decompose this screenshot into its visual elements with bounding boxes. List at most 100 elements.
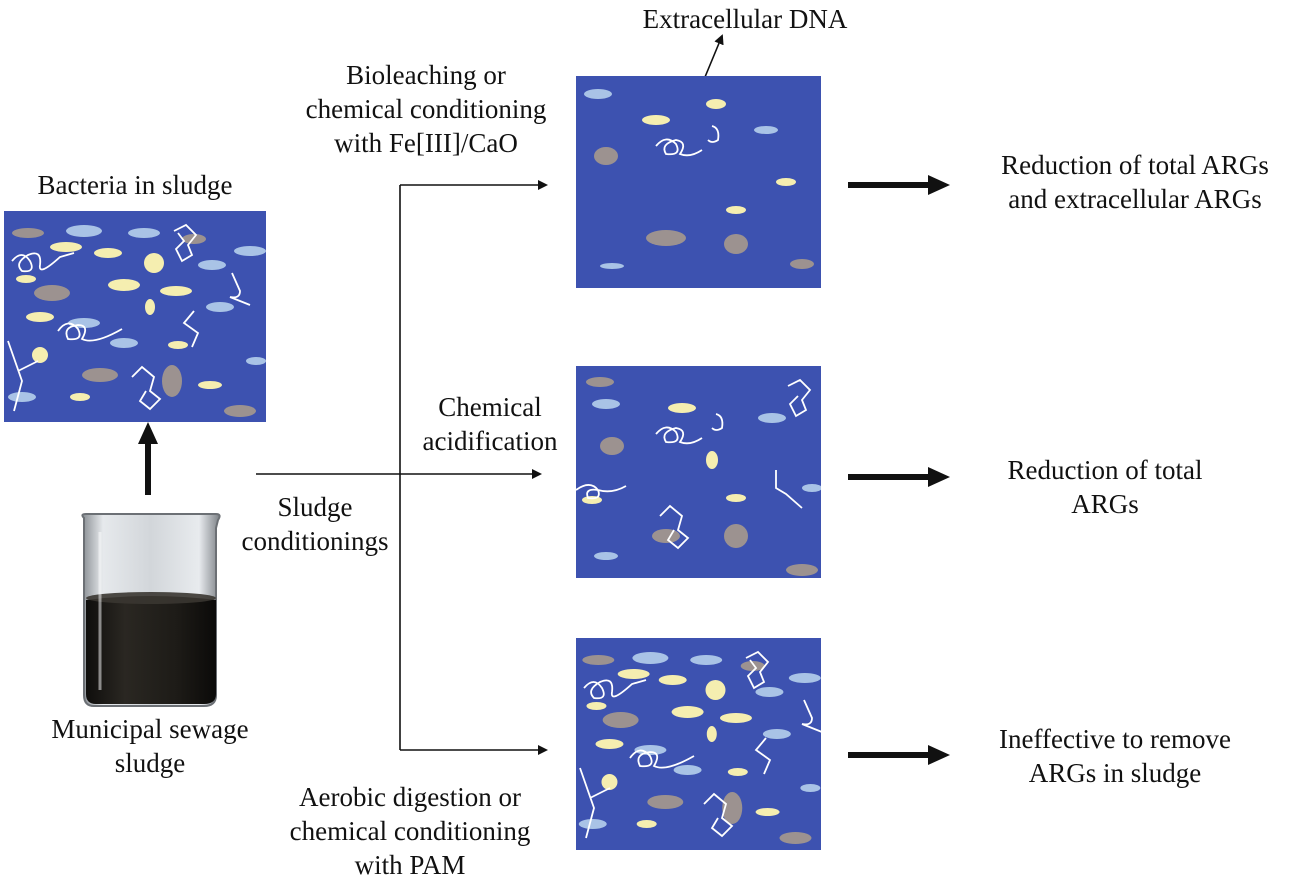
bacterium-cell <box>144 253 164 273</box>
bacterium-cell <box>50 242 82 252</box>
bacterium-cell <box>658 675 687 685</box>
bacterium-cell <box>66 225 102 237</box>
label-bacteria-in-sludge: Bacteria in sludge <box>37 170 233 200</box>
bacterium-cell <box>724 524 748 548</box>
dna-strand <box>754 737 772 775</box>
bacterium-cell <box>754 126 778 134</box>
bacterium-cell <box>632 652 669 664</box>
bacterium-cell <box>595 739 624 749</box>
dna-strand <box>745 650 770 690</box>
label-chemical-acidification: Chemical acidification <box>422 392 558 456</box>
label-bioleaching-condition: Bioleaching or chemical conditioning wit… <box>305 60 547 158</box>
cell-pictogram <box>578 650 821 844</box>
bacterium-cell <box>740 661 765 671</box>
bacterium-cell <box>602 712 639 728</box>
dna-strand <box>131 365 162 411</box>
bacterium-cell <box>634 745 667 755</box>
bacterium-cell <box>776 178 796 186</box>
bacterium-cell <box>724 234 748 254</box>
panel-bacteria-in-sludge <box>4 211 266 422</box>
dna-strand <box>711 413 724 431</box>
dna-strand <box>57 322 123 342</box>
label-outcome-ineffective: Ineffective to remove ARGs in sludge <box>999 724 1231 788</box>
bacterium-cell <box>594 552 618 560</box>
bacterium-cell <box>706 451 718 469</box>
bacterium-cell <box>722 792 743 824</box>
dna-strand <box>182 310 200 348</box>
dna-strand <box>576 484 627 500</box>
bacterium-cell <box>601 774 618 790</box>
bacterium-cell <box>758 413 786 423</box>
cell-pictogram <box>576 377 821 576</box>
bacterium-cell <box>246 357 266 365</box>
bacterium-cell <box>128 228 160 238</box>
bacterium-cell <box>671 706 704 718</box>
bacterium-cell <box>726 494 746 502</box>
dna-strand <box>801 699 821 733</box>
bacterium-cell <box>94 248 122 258</box>
bacterium-cell <box>705 680 726 700</box>
label-sludge-conditionings: Sludge conditionings <box>241 492 389 556</box>
bacterium-cell <box>647 795 684 809</box>
bacterium-cell <box>652 529 680 543</box>
bacterium-cell <box>16 275 36 283</box>
bacterium-cell <box>727 768 748 776</box>
bacterium-cell <box>636 820 657 828</box>
dna-strand <box>707 125 720 143</box>
dna-strand <box>583 679 647 700</box>
bacterium-cell <box>578 819 607 829</box>
bacterium-cell <box>594 147 618 165</box>
dna-strand <box>629 749 695 769</box>
bacterium-cell <box>70 393 90 401</box>
dna-strand <box>11 252 75 273</box>
bacterium-cell <box>762 729 791 739</box>
dna-strand <box>703 792 734 838</box>
cell-pictogram <box>7 223 266 417</box>
bacterium-cell <box>224 405 256 417</box>
bacterium-cell <box>206 302 234 312</box>
bacterium-cell <box>82 368 118 382</box>
bacterium-cell <box>198 381 222 389</box>
label-outcome-total: Reduction of total ARGs <box>1007 455 1203 519</box>
bacterium-cell <box>586 377 614 387</box>
bacterium-cell <box>584 89 612 99</box>
bacterium-cell <box>802 484 821 492</box>
dna-strand <box>579 767 611 839</box>
bacterium-cell <box>600 263 624 269</box>
bacterium-cell <box>582 655 615 665</box>
bacterium-cell <box>34 285 70 301</box>
bacterium-cell <box>779 832 812 844</box>
bacterium-cell <box>182 234 206 244</box>
dna-strand <box>229 272 251 306</box>
bacterium-cell <box>110 338 138 348</box>
bacterium-cell <box>786 564 818 576</box>
bacterium-cell <box>755 808 780 816</box>
dna-strand <box>173 223 198 263</box>
dna-strand <box>775 470 803 509</box>
bacterium-cell <box>673 765 702 775</box>
bacterium-cell <box>706 99 726 109</box>
bacterium-cell <box>788 673 821 683</box>
dna-strand <box>655 138 703 157</box>
panel-bioleaching-result <box>576 76 821 288</box>
bacterium-cell <box>668 403 696 413</box>
bacterium-cell <box>32 347 48 363</box>
bacterium-cell <box>234 246 266 256</box>
bacterium-cell <box>160 286 192 296</box>
bacterium-cell <box>168 341 188 349</box>
sewage-sludge-beaker <box>81 513 221 707</box>
dna-strand <box>659 504 690 550</box>
bacterium-cell <box>162 365 182 397</box>
bacterium-cell <box>586 702 607 710</box>
cell-pictogram <box>584 89 814 269</box>
bacterium-cell <box>145 299 155 315</box>
panel-aerobic-result <box>576 638 821 850</box>
bacterium-cell <box>600 437 624 455</box>
bacterium-cell <box>719 713 752 723</box>
bacterium-cell <box>592 399 620 409</box>
bacterium-cell <box>12 228 44 238</box>
bacterium-cell <box>800 784 821 792</box>
bacterium-cell <box>198 260 226 270</box>
panel-acidification-result <box>576 366 821 578</box>
bacterium-cell <box>646 230 686 246</box>
